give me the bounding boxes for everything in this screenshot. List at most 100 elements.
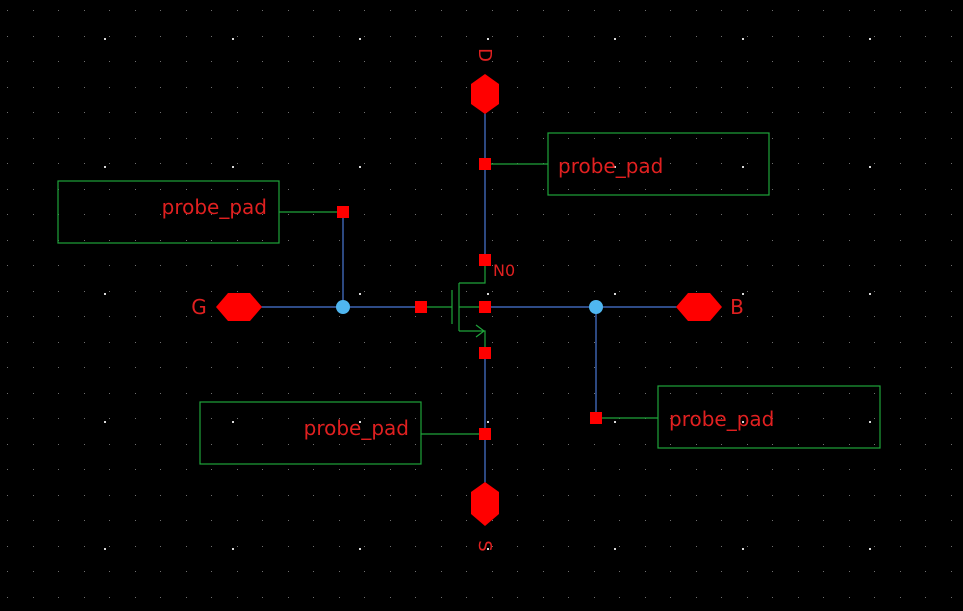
grid-dot: [84, 571, 85, 572]
grid-dot: [492, 597, 493, 598]
grid-dot: [951, 342, 952, 343]
grid-dot: [568, 214, 569, 215]
grid-dot: [58, 444, 59, 445]
terminal-bulk[interactable]: [479, 301, 491, 313]
terminal-gate[interactable]: [415, 301, 427, 313]
grid-dot: [619, 571, 620, 572]
grid-dot: [262, 112, 263, 113]
grid-dot: [186, 571, 187, 572]
grid-dot: [874, 10, 875, 11]
grid-dot: [466, 112, 467, 113]
grid-dot: [160, 138, 161, 139]
grid-dot: [313, 444, 314, 445]
pin-source[interactable]: S: [471, 482, 499, 552]
grid-dot: [925, 138, 926, 139]
pin-drain[interactable]: D: [471, 48, 499, 114]
grid-dot: [492, 393, 493, 394]
probe-pad-bulk[interactable]: probe_pad: [657, 385, 881, 449]
grid-dot: [951, 316, 952, 317]
grid-dot: [747, 240, 748, 241]
grid-dot: [160, 546, 161, 547]
grid-dot: [390, 393, 391, 394]
grid-dot: [645, 367, 646, 368]
terminal-source[interactable]: [479, 347, 491, 359]
terminal-source-pad[interactable]: [479, 428, 491, 440]
grid-dot: [925, 10, 926, 11]
grid-dot: [160, 87, 161, 88]
grid-dot: [823, 444, 824, 445]
grid-dot: [543, 61, 544, 62]
grid-major-dot: [359, 293, 361, 295]
grid-dot: [900, 61, 901, 62]
grid-dot: [211, 10, 212, 11]
grid-dot: [721, 214, 722, 215]
grid-dot: [466, 291, 467, 292]
grid-dot: [109, 291, 110, 292]
grid-dot: [313, 418, 314, 419]
grid-dot: [772, 163, 773, 164]
grid-dot: [747, 571, 748, 572]
grid-major-dot: [742, 293, 744, 295]
grid-dot: [7, 495, 8, 496]
grid-dot: [160, 163, 161, 164]
grid-dot: [160, 265, 161, 266]
grid-dot: [849, 469, 850, 470]
grid-dot: [7, 469, 8, 470]
grid-dot: [696, 342, 697, 343]
probe-pad-drain[interactable]: probe_pad: [547, 132, 770, 196]
grid-dot: [288, 597, 289, 598]
grid-dot: [160, 367, 161, 368]
grid-dot: [211, 87, 212, 88]
probe-pad-gate[interactable]: probe_pad: [57, 180, 280, 244]
grid-dot: [721, 418, 722, 419]
grid-dot: [696, 163, 697, 164]
grid-dot: [696, 189, 697, 190]
pin-gate[interactable]: G: [191, 293, 262, 321]
terminal-bulk-pad[interactable]: [590, 412, 602, 424]
grid-dot: [33, 495, 34, 496]
grid-dot: [135, 214, 136, 215]
grid-dot: [874, 189, 875, 190]
terminal-gate-pad[interactable]: [337, 206, 349, 218]
grid-dot: [568, 520, 569, 521]
grid-dot: [568, 444, 569, 445]
grid-dot: [543, 444, 544, 445]
grid-dot: [951, 418, 952, 419]
grid-dot: [160, 444, 161, 445]
grid-dot: [160, 291, 161, 292]
grid-dot: [594, 571, 595, 572]
grid-dot: [135, 495, 136, 496]
grid-dot: [84, 316, 85, 317]
grid-dot: [288, 418, 289, 419]
grid-dot: [594, 265, 595, 266]
grid-dot: [288, 36, 289, 37]
grid-dot: [364, 546, 365, 547]
grid-dot: [237, 265, 238, 266]
grid-dot: [211, 214, 212, 215]
grid-dot: [492, 214, 493, 215]
grid-dot: [670, 214, 671, 215]
probe-pad-label: probe_pad: [304, 416, 409, 440]
grid-dot: [747, 342, 748, 343]
grid-major-dot: [869, 166, 871, 168]
grid-dot: [364, 240, 365, 241]
grid-dot: [772, 597, 773, 598]
pin-bulk[interactable]: B: [676, 293, 744, 321]
grid-dot: [517, 10, 518, 11]
terminal-drain-pad[interactable]: [479, 158, 491, 170]
grid-dot: [58, 418, 59, 419]
grid-dot: [900, 291, 901, 292]
grid-dot: [109, 393, 110, 394]
terminal-drain[interactable]: [479, 254, 491, 266]
grid-dot: [849, 393, 850, 394]
grid-dot: [313, 367, 314, 368]
grid-dot: [823, 520, 824, 521]
grid-dot: [823, 495, 824, 496]
grid-dot: [160, 495, 161, 496]
grid-dot: [441, 495, 442, 496]
grid-dot: [619, 393, 620, 394]
grid-major-dot: [742, 421, 744, 423]
probe-pad-source[interactable]: probe_pad: [199, 401, 422, 465]
grid-dot: [645, 189, 646, 190]
